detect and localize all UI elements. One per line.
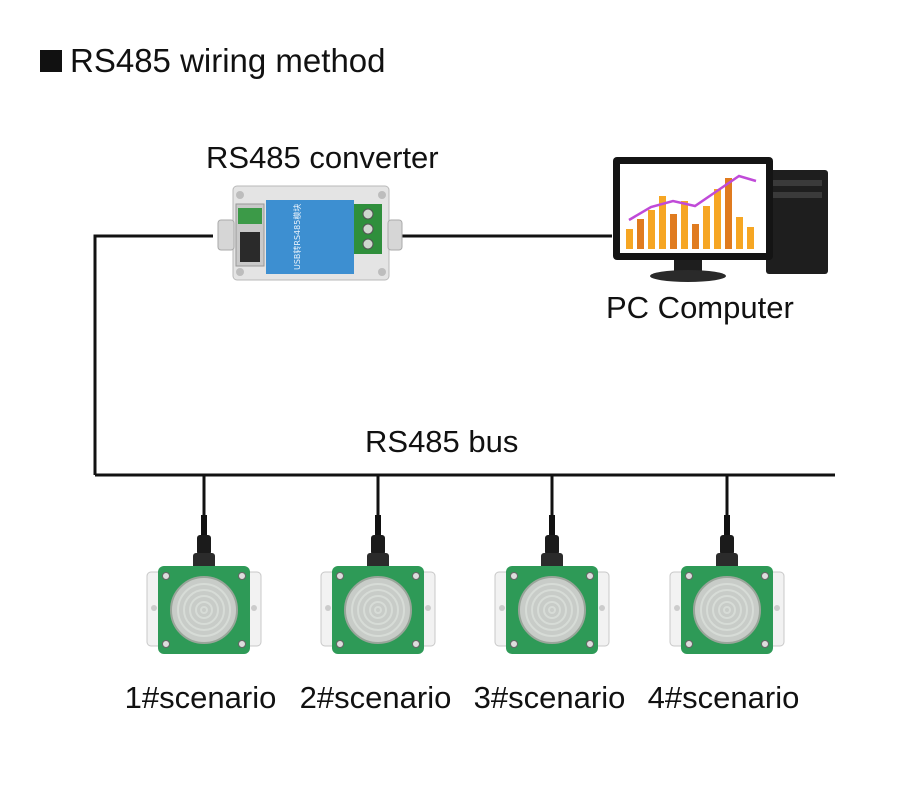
sensor-3-label: 3#scenario [473, 680, 626, 715]
cable-gland-icon [720, 535, 734, 555]
rs485-converter-device: USB转RS485模块 [217, 185, 403, 281]
sensor-4 [669, 515, 785, 654]
sensor-pad-icon [344, 576, 412, 644]
diagram-title: RS485 wiring method [40, 42, 386, 80]
pc-computer-label: PC Computer [606, 290, 794, 325]
converter-to-bus-wire [93, 234, 213, 475]
sensor-2 [320, 515, 436, 654]
sensor-1 [146, 515, 262, 654]
rs485-bus-label: RS485 bus [365, 424, 519, 459]
cable-gland-icon [371, 535, 385, 555]
converter-label: RS485 converter [206, 140, 439, 175]
sensor-pad-icon [518, 576, 586, 644]
cable-gland-icon [545, 535, 559, 555]
title-text: RS485 wiring method [70, 42, 386, 79]
sensor-pad-icon [693, 576, 761, 644]
title-bullet [40, 50, 62, 72]
converter-sticker-text: USB转RS485模块 [292, 204, 302, 270]
cable-gland-icon [197, 535, 211, 555]
sensor-3 [494, 515, 610, 654]
converter-sticker [266, 200, 354, 274]
screen-bar-chart-graphic [626, 174, 757, 249]
sensor-4-label: 4#scenario [647, 680, 800, 715]
sensor-1-label: 1#scenario [124, 680, 277, 715]
sensor-2-label: 2#scenario [299, 680, 452, 715]
pc-computer-icon [613, 157, 828, 282]
sensor-pad-icon [170, 576, 238, 644]
wiring-lines [93, 234, 835, 522]
